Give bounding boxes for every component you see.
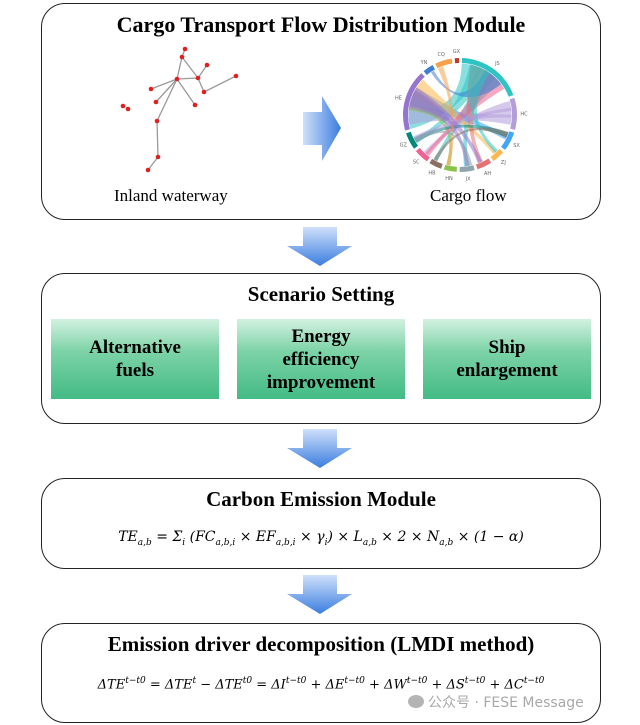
chord-ribbon (409, 87, 483, 164)
chord-label: SC (413, 160, 420, 166)
network-node (125, 106, 131, 112)
wechat-icon (408, 695, 424, 708)
scenario-label-line: improvement (266, 371, 376, 393)
chord-ribbon (413, 130, 473, 166)
chord-segment (461, 58, 514, 97)
carbon-emission-title: Carbon Emission Module (206, 487, 436, 511)
network-node (174, 76, 180, 82)
chord-label: JS (494, 61, 500, 67)
scenario-label-line: efficiency (282, 348, 360, 370)
chord-ribbon (413, 107, 512, 142)
chord-segment (443, 164, 457, 172)
scenario-label-line: enlargement (456, 360, 558, 381)
inland-waterway-caption: Inland waterway (114, 186, 228, 205)
network-edge (197, 64, 208, 79)
network-edge (176, 56, 183, 80)
carbon-emission-formula: TEa,b = Σi (FCa,b,i × EFa,b,i × γi) × La… (118, 529, 524, 548)
network-edge (176, 78, 196, 106)
network-node (154, 118, 160, 124)
scenario-label-line: Ship (488, 337, 526, 358)
chord-ribbon (425, 73, 505, 157)
network-node (148, 86, 154, 92)
scenario-setting-title: Scenario Setting (247, 282, 395, 306)
chord-segment (423, 65, 435, 75)
chord-label: GX (453, 49, 461, 55)
chord-segment (509, 97, 517, 130)
network-node (120, 103, 126, 109)
network-edge (150, 78, 178, 90)
watermark-text: 公众号 · FESE Message (428, 695, 584, 711)
cargo-flow-module-title: Cargo Transport Flow Distribution Module (116, 12, 526, 37)
network-node (182, 46, 188, 52)
chord-label: HB (428, 171, 436, 177)
chord-label: GZ (400, 143, 408, 149)
carbon-emission-module: Carbon Emission Module TEa,b = Σi (FCa,b… (41, 478, 601, 569)
chord-label: CQ (437, 52, 444, 58)
cargo-flow-caption: Cargo flow (430, 186, 507, 205)
chord-segment (475, 158, 492, 170)
chord-ribbon (433, 127, 509, 162)
network-node (204, 62, 210, 68)
chord-segment (415, 147, 430, 162)
chord-ribbon (468, 64, 498, 153)
network-node (145, 167, 151, 173)
chord-label: SX (513, 143, 520, 149)
network-edge (203, 75, 237, 93)
network-edge (176, 77, 199, 80)
chord-segment (429, 158, 443, 169)
network-node (179, 54, 185, 60)
network-edge (156, 78, 178, 122)
chord-ribbon (437, 66, 454, 166)
chord-segment (406, 131, 419, 149)
chord-segment (435, 58, 453, 69)
network-edge (147, 156, 159, 171)
network-edge (156, 120, 159, 158)
watermark: 公众号 · FESE Message (408, 692, 584, 712)
chord-segment (402, 73, 425, 131)
chord-segment (490, 148, 504, 162)
chord-label: YN (420, 60, 428, 66)
network-node (153, 99, 159, 105)
lmdi-decomposition-module: Emission driver decomposition (LMDI meth… (41, 623, 601, 723)
scenario-label-line: Alternative (89, 337, 181, 358)
chord-segment (501, 131, 515, 150)
chord-ribbon (412, 79, 497, 155)
chord-label: HN (445, 176, 453, 182)
chord-label: HE (395, 96, 402, 102)
chord-label: AH (484, 171, 491, 177)
network-edge (155, 78, 178, 103)
chord-segment (459, 165, 475, 172)
network-node (201, 89, 207, 95)
network-node (233, 73, 239, 79)
scenario-label-line: fuels (116, 360, 154, 381)
chord-segment (454, 58, 460, 64)
chord-label: JX (465, 176, 471, 182)
network-node (155, 154, 161, 160)
network-node (195, 75, 201, 81)
lmdi-decomposition-title: Emission driver decomposition (LMDI meth… (107, 632, 535, 656)
scenario-label-line: Energy (291, 325, 351, 347)
network-edge (181, 56, 199, 79)
chord-label: HC (520, 112, 528, 118)
network-node (192, 102, 198, 108)
network-edge (197, 77, 205, 93)
lmdi-decomposition-formula: ΔTEt−t0 = ΔTEt − ΔTEt0 = ΔIt−t0 + ΔEt−t0… (97, 676, 545, 693)
chord-label: ZJ (501, 160, 506, 166)
